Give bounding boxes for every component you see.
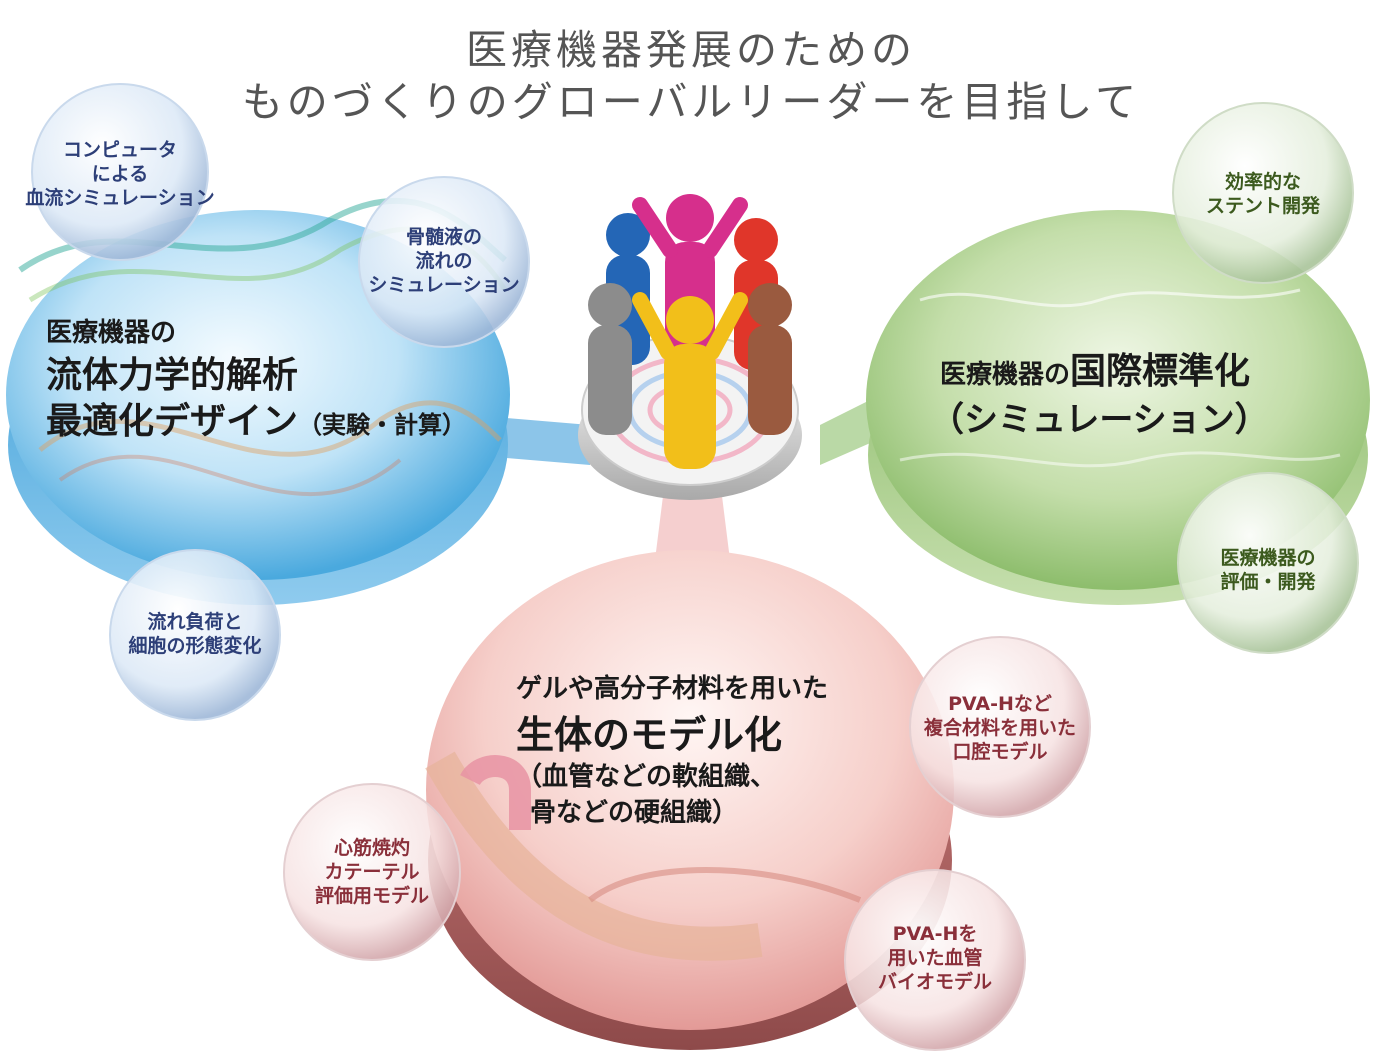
right-disc-line1-prefix: 医療機器の [940,360,1071,390]
bubble-computer-label: コンピュータ による 血流シミュレーション [25,139,215,209]
center-hub [578,194,802,500]
left-disc-line3: 最適化デザイン（実験・計算） [46,392,466,444]
bubble-catheter [283,783,461,961]
bubble-cell-label: 流れ負荷と 細胞の形態変化 [128,611,262,657]
bubble-cell [109,549,281,721]
bottom-disc [425,550,954,1050]
bubble-stent [1172,102,1354,284]
bottom-disc-line1: ゲルや高分子材料を用いた [516,674,829,704]
figure-brown [748,283,792,435]
bubble-stent-label: 効率的な ステント開発 [1205,171,1320,217]
bubble-pva-oral-label: PVA-Hなど 複合材料を用いた 口腔モデル [923,693,1076,763]
bubble-pva-oral [909,636,1091,818]
bottom-disc-line4: 骨などの硬組織） [530,798,739,828]
right-disc-line1: 医療機器の国際標準化 [940,342,1250,394]
left-disc-line2: 流体力学的解析 [46,355,299,396]
bubble-catheter-label: 心筋焼灼 カテーテル 評価用モデル [314,837,429,907]
bubble-marrow [358,176,530,348]
title-line1: 医療機器発展のための [466,26,916,74]
bubble-pva-vessel [844,869,1026,1051]
right-disc-line2: （シミュレーション） [930,400,1269,440]
left-disc-line3-main: 最適化デザイン [46,401,299,442]
title-line2: ものづくりのグローバルリーダーを目指して [241,78,1141,126]
bottom-disc-line3: （血管などの軟組織、 [516,762,777,792]
bubble-marrow-label: 骨髄液の 流れの シミュレーション [368,226,520,296]
left-disc-line3-note: （実験・計算） [298,411,467,439]
connector-bottom [655,480,730,560]
bubble-computer [31,83,209,261]
right-disc-line1-main: 国際標準化 [1070,351,1251,392]
bottom-disc-line2: 生体のモデル化 [516,713,783,757]
bubble-eval [1177,472,1359,654]
left-disc-line1: 医療機器の [46,318,177,348]
figure-yellow [632,292,748,469]
figure-gray [588,283,632,435]
bubble-pva-vessel-label: PVA-Hを 用いた血管 バイオモデル [877,923,992,993]
bubble-eval-label: 医療機器の 評価・開発 [1220,547,1316,593]
